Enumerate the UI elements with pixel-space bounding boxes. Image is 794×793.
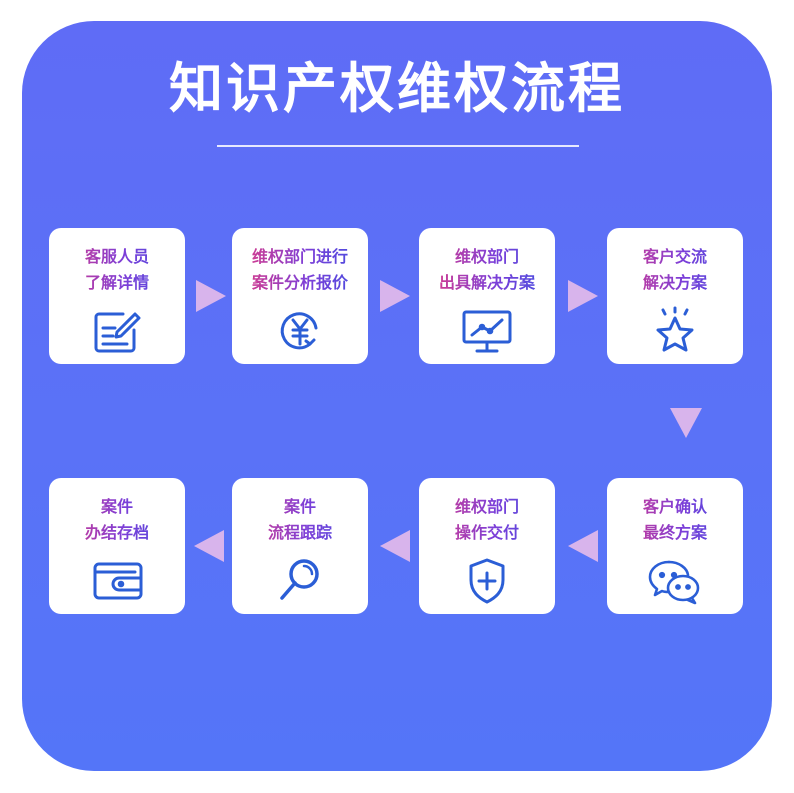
step-label-line2: 案件分析报价: [251, 273, 348, 292]
step-card-4: 客户交流 解决方案: [607, 228, 743, 364]
monitor-chart-icon: [462, 310, 512, 353]
step-label-line2: 流程跟踪: [267, 523, 332, 542]
step-label-line1: 案件: [100, 497, 133, 516]
step-label-line2: 最终方案: [642, 523, 707, 542]
step-label-line2: 了解详情: [84, 273, 149, 292]
step-card-2: 维权部门进行 案件分析报价: [232, 228, 368, 364]
flow-arrow-left: [194, 530, 224, 562]
magnifier-icon: [280, 559, 319, 600]
diagram-title: 知识产权维权流程: [169, 57, 625, 120]
chat-bubbles-icon: [648, 560, 700, 605]
step-label-line1: 客户交流: [642, 247, 707, 266]
step-label: 维权部门 操作交付: [419, 494, 555, 546]
step-label: 案件 办结存档: [49, 494, 185, 546]
step-label-line1: 维权部门进行: [251, 247, 348, 266]
flow-arrow-left: [380, 530, 410, 562]
step-label-line2: 操作交付: [454, 523, 519, 542]
flow-arrow-right: [568, 280, 598, 312]
yen-cycle-icon: [280, 312, 318, 350]
step-label-line2: 出具解决方案: [438, 273, 535, 292]
step-card-8: 案件 办结存档: [49, 478, 185, 614]
diagram-panel: [22, 21, 772, 771]
step-label-line2: 办结存档: [84, 523, 149, 542]
flow-arrow-left: [568, 530, 598, 562]
step-label-line2: 解决方案: [642, 273, 707, 292]
step-label: 客户交流 解决方案: [607, 244, 743, 296]
flow-arrow-right: [380, 280, 410, 312]
star-icon: [656, 306, 694, 352]
step-card-1: 客服人员 了解详情: [49, 228, 185, 364]
step-card-7: 案件 流程跟踪: [232, 478, 368, 614]
shield-plus-icon: [469, 558, 505, 604]
title-divider: [217, 145, 579, 147]
step-label-line1: 维权部门: [454, 247, 519, 266]
step-card-6: 维权部门 操作交付: [419, 478, 555, 614]
step-label: 维权部门 出具解决方案: [419, 244, 555, 296]
step-label-line1: 客户确认: [642, 497, 707, 516]
flow-arrow-down: [670, 408, 702, 438]
step-card-5: 客户确认 最终方案: [607, 478, 743, 614]
step-card-3: 维权部门 出具解决方案: [419, 228, 555, 364]
step-label-line1: 维权部门: [454, 497, 519, 516]
step-label: 案件 流程跟踪: [232, 494, 368, 546]
step-label: 客服人员 了解详情: [49, 244, 185, 296]
wallet-icon: [93, 562, 143, 600]
step-label-line1: 客服人员: [84, 247, 149, 266]
step-label: 客户确认 最终方案: [607, 494, 743, 546]
flow-arrow-right: [196, 280, 226, 312]
form-edit-icon: [94, 312, 141, 353]
step-label-line1: 案件: [283, 497, 316, 516]
step-label: 维权部门进行 案件分析报价: [232, 244, 368, 296]
